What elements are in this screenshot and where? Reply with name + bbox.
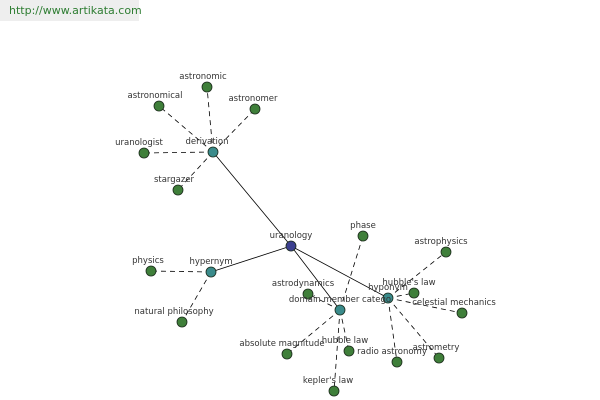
term-node-astrodynamics[interactable]	[302, 288, 314, 300]
term-node-hubbles-law[interactable]	[408, 287, 420, 299]
term-label-phase: phase	[350, 221, 376, 231]
term-label-astrodynamics: astrodynamics	[272, 279, 335, 289]
term-label-astrophysics: astrophysics	[414, 237, 468, 247]
banner-url-link[interactable]: http://www.artikata.com	[9, 4, 142, 17]
term-label-astronomic: astronomic	[179, 72, 227, 82]
term-label-physics: physics	[132, 256, 164, 266]
edge-hyponym-astrophysics	[387, 251, 447, 299]
edge-derivation-uranologist	[143, 151, 214, 154]
term-label-astronomer: astronomer	[228, 94, 278, 104]
edge-hyponym-celestial-mechanics	[387, 297, 463, 314]
edge-root-hyponym	[290, 245, 389, 299]
edge-domain-member-category-keplers-law	[333, 309, 341, 392]
term-label-absolute-magnitude: absolute magnitude	[239, 339, 324, 349]
term-node-uranologist[interactable]	[138, 147, 150, 159]
term-label-celestial-mechanics: celestial mechanics	[412, 298, 496, 308]
relation-node-domain-member-category[interactable]	[334, 304, 346, 316]
term-node-astrometry[interactable]	[433, 352, 445, 364]
term-node-natural-philosophy[interactable]	[176, 316, 188, 328]
term-node-stargazer[interactable]	[172, 184, 184, 196]
edge-hypernym-physics	[150, 270, 212, 273]
term-label-hubbles-law: hubble's law	[382, 278, 435, 288]
relation-label-domain-member-category: domain member catego	[289, 295, 391, 305]
term-node-absolute-magnitude[interactable]	[281, 348, 293, 360]
edge-root-hypernym	[210, 245, 292, 273]
edge-domain-member-category-hubble-law	[339, 309, 350, 352]
term-label-astrometry: astrometry	[413, 343, 460, 353]
term-node-radio-astronomy[interactable]	[391, 356, 403, 368]
term-node-celestial-mechanics[interactable]	[456, 307, 468, 319]
relation-label-derivation: derivation	[185, 137, 228, 147]
edge-domain-member-category-astrodynamics	[307, 293, 341, 311]
edge-derivation-astronomical	[158, 105, 214, 153]
edge-derivation-astronomer	[212, 108, 256, 153]
relation-label-hypernym: hypernym	[189, 257, 232, 267]
term-node-physics[interactable]	[145, 265, 157, 277]
term-label-hubble-law: hubble law	[322, 336, 368, 346]
term-node-phase[interactable]	[357, 230, 369, 242]
edge-hyponym-radio-astronomy	[387, 297, 398, 363]
edge-derivation-astronomic	[206, 86, 214, 153]
relation-node-derivation[interactable]	[207, 146, 219, 158]
term-label-radio-astronomy: radio astronomy	[357, 347, 427, 357]
term-label-natural-philosophy: natural philosophy	[134, 307, 213, 317]
term-node-astronomer[interactable]	[249, 103, 261, 115]
term-node-astronomical[interactable]	[153, 100, 165, 112]
edge-domain-member-category-absolute-magnitude	[286, 309, 341, 355]
edge-domain-member-category-phase	[339, 235, 364, 311]
banner: http://www.artikata.com	[0, 0, 142, 21]
term-node-astrophysics[interactable]	[440, 246, 452, 258]
term-label-uranologist: uranologist	[115, 138, 163, 148]
term-label-astronomical: astronomical	[128, 91, 183, 101]
root-label-uranology: uranology	[270, 231, 313, 241]
edge-hypernym-natural-philosophy	[181, 271, 212, 323]
relation-node-hypernym[interactable]	[205, 266, 217, 278]
edge-root-domain-member-category	[290, 245, 341, 311]
root-node-uranology[interactable]	[285, 240, 297, 252]
graph-labels: uranology derivation astronomic astronomica…	[115, 72, 496, 386]
edge-hyponym-astrometry	[387, 297, 440, 359]
term-node-astronomic[interactable]	[201, 81, 213, 93]
graph-edges	[143, 86, 463, 392]
relation-node-hyponym[interactable]	[382, 292, 394, 304]
term-label-keplers-law: kepler's law	[303, 376, 353, 386]
term-node-keplers-law[interactable]	[328, 385, 340, 397]
term-label-stargazer: stargazer	[154, 175, 195, 185]
relation-label-hyponym: hyponym	[368, 283, 408, 293]
graph-nodes	[138, 81, 468, 397]
edge-root-derivation	[212, 151, 292, 247]
term-node-hubble-law[interactable]	[343, 345, 355, 357]
